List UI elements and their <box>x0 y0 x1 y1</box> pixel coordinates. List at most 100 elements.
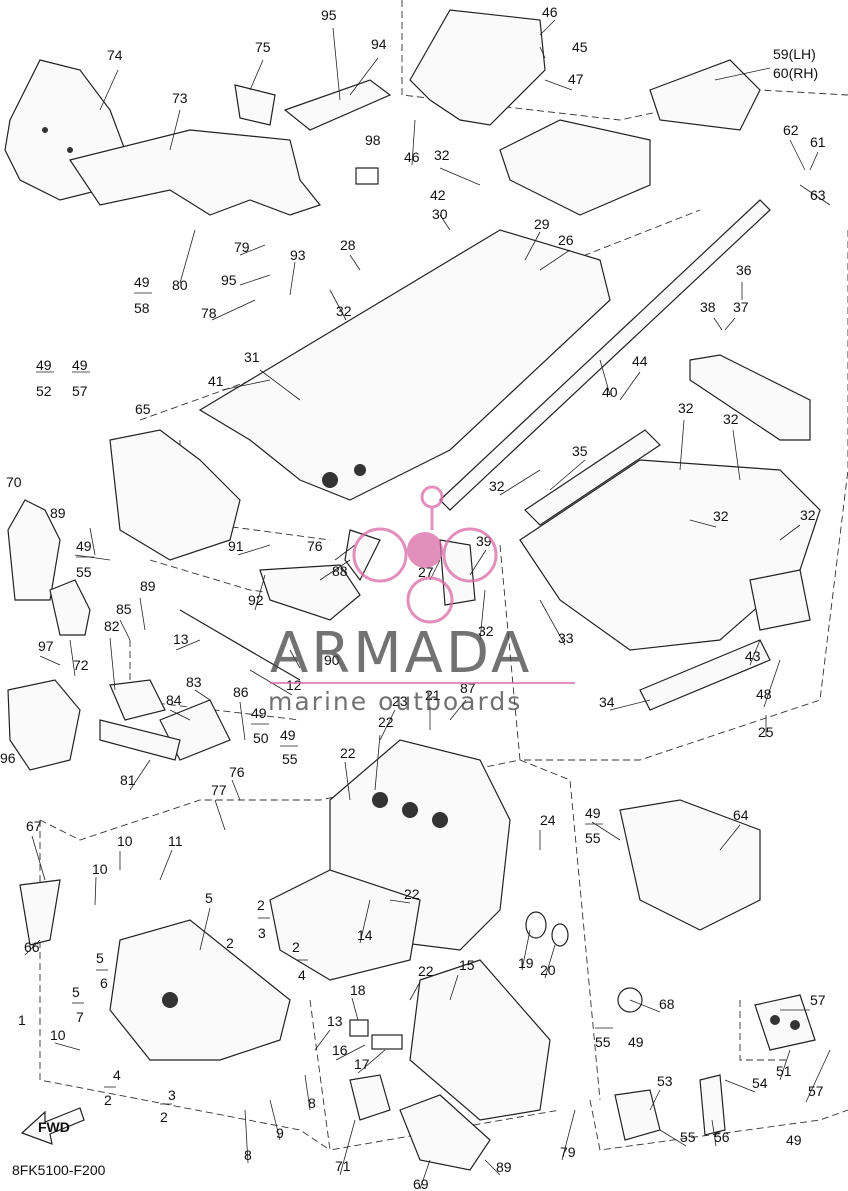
callout-43: 43 <box>745 648 761 664</box>
callout-86: 86 <box>233 684 249 700</box>
fwd-label: FWD <box>38 1119 70 1135</box>
callout-21: 21 <box>425 687 441 703</box>
callout-89-1: 89 <box>50 505 66 521</box>
callout-93: 93 <box>290 247 306 263</box>
callout-76-2: 76 <box>229 764 245 780</box>
callout-1-side: 1 <box>18 1012 26 1028</box>
callout-73: 73 <box>172 90 188 106</box>
guard-65 <box>109 429 241 561</box>
plate-35 <box>524 429 661 526</box>
callout-72: 72 <box>73 657 89 673</box>
callout-53: 53 <box>657 1073 673 1089</box>
callout-16: 16 <box>332 1042 348 1058</box>
callout-95-1: 95 <box>321 7 337 23</box>
rear-bumper-36 <box>689 354 811 441</box>
callout-69: 69 <box>413 1176 429 1191</box>
callout-89-2: 89 <box>140 578 156 594</box>
bracket-75 <box>234 84 276 126</box>
callout-17: 17 <box>354 1056 370 1072</box>
callout-91: 91 <box>228 538 244 554</box>
callout-46-1: 46 <box>542 4 558 20</box>
callout-32-4: 32 <box>678 400 694 416</box>
leader-lines <box>24 19 831 1190</box>
callout-2-4: 2 <box>104 1092 112 1108</box>
arm-54 <box>699 1074 726 1136</box>
callout-32-1: 32 <box>434 147 450 163</box>
callout-29: 29 <box>534 216 550 232</box>
callout-32-7: 32 <box>800 507 816 523</box>
callout-24: 24 <box>540 812 556 828</box>
callout-22-2: 22 <box>340 745 356 761</box>
callout-41: 41 <box>208 373 224 389</box>
callout-13-1: 13 <box>173 631 189 647</box>
callout-49-6: 49 <box>280 727 296 743</box>
callout-37: 37 <box>733 299 749 315</box>
callout-23: 23 <box>392 693 408 709</box>
callout-46-2: 46 <box>404 149 420 165</box>
callout-8-1: 8 <box>244 1147 252 1163</box>
callout-58: 58 <box>134 300 150 316</box>
callout-36: 36 <box>736 262 752 278</box>
bracket-88 <box>344 529 381 582</box>
callout-49-8: 49 <box>628 1034 644 1050</box>
callout-52: 52 <box>36 383 52 399</box>
callout-32-6: 32 <box>713 508 729 524</box>
plate-94 <box>283 79 392 131</box>
callout-7: 7 <box>76 1009 84 1025</box>
callout-67: 67 <box>26 818 42 834</box>
callout-3-1: 3 <box>258 925 266 941</box>
callout-77: 77 <box>211 782 227 798</box>
callout-labels: 2222233445556788910101011121313141516171… <box>0 4 826 1191</box>
callout-47: 47 <box>568 71 584 87</box>
callout-96: 96 <box>0 750 16 766</box>
callout-79-1: 79 <box>234 239 250 255</box>
bracket-66 <box>19 879 61 946</box>
callout-49-3: 49 <box>72 357 88 373</box>
callout-2-5: 2 <box>160 1109 168 1125</box>
plate-51 <box>754 994 816 1051</box>
callout-4-1: 4 <box>298 967 306 983</box>
callout-5-3: 5 <box>72 984 80 1000</box>
sleeve-16 <box>371 1034 403 1050</box>
radiator-15 <box>409 959 551 1121</box>
callout-66: 66 <box>24 939 40 955</box>
callout-49-4: 49 <box>76 538 92 554</box>
callout-82: 82 <box>104 618 120 634</box>
ring-19 <box>525 911 547 939</box>
rail-34 <box>639 639 771 711</box>
callout-62: 62 <box>783 122 799 138</box>
callout-3-2: 3 <box>168 1087 176 1103</box>
callout-2-1: 2 <box>226 935 234 951</box>
watermark-logo <box>352 485 498 624</box>
callout-55-1: 55 <box>76 564 92 580</box>
callout-25: 25 <box>758 724 774 740</box>
label-60-rh: 60(RH) <box>773 65 818 81</box>
rail-40 <box>439 199 771 511</box>
callout-44: 44 <box>632 353 648 369</box>
callout-20: 20 <box>540 962 556 978</box>
cover-96 <box>7 679 81 771</box>
bracket-90 <box>259 564 361 621</box>
callout-26: 26 <box>558 232 574 248</box>
callout-55-4: 55 <box>595 1034 611 1050</box>
callout-8-2: 8 <box>308 1095 316 1111</box>
diagram-code: 8FK5100-F200 <box>12 1162 106 1178</box>
bracket-43 <box>749 569 811 631</box>
callout-38: 38 <box>700 299 716 315</box>
callout-22-3: 22 <box>404 886 420 902</box>
callout-13-2: 13 <box>327 1013 343 1029</box>
hub-68 <box>617 987 643 1013</box>
callout-95-2: 95 <box>221 272 237 288</box>
callout-10-2: 10 <box>92 861 108 877</box>
callout-11: 11 <box>168 833 183 849</box>
callout-54: 54 <box>752 1075 768 1091</box>
callout-22-4: 22 <box>418 963 434 979</box>
callout-2-2: 2 <box>257 897 265 913</box>
callout-28: 28 <box>340 237 356 253</box>
watermark-brand: ARMADA <box>270 621 532 686</box>
callout-68: 68 <box>659 996 675 1012</box>
callout-57-2: 57 <box>810 992 826 1008</box>
callout-92: 92 <box>248 592 264 608</box>
callout-4-2: 4 <box>113 1067 121 1083</box>
callout-51: 51 <box>776 1063 792 1079</box>
